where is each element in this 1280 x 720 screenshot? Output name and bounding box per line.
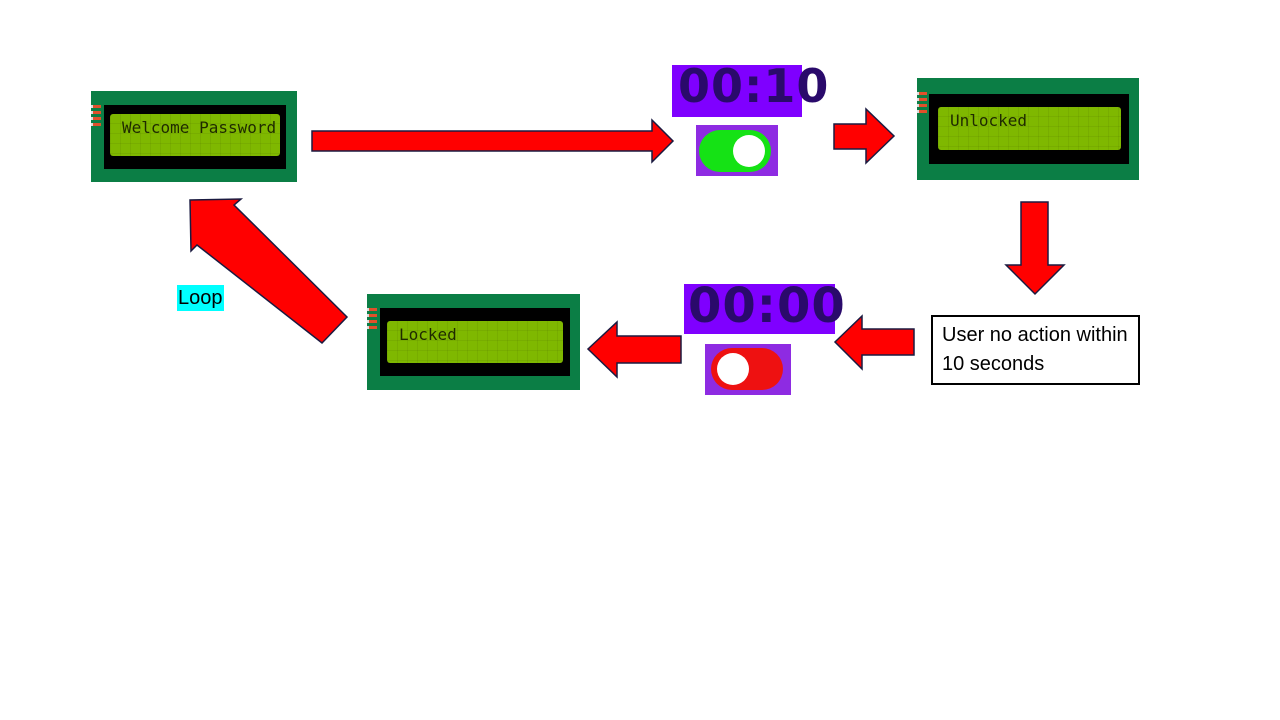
toggle-on-switch[interactable] xyxy=(699,130,771,172)
toggle-on-knob xyxy=(733,135,765,167)
arrow-right-long xyxy=(311,118,675,164)
arrow-left-locked xyxy=(586,320,682,379)
toggle-on-panel xyxy=(696,125,778,176)
arrow-left-note xyxy=(833,314,915,371)
lcd-pins xyxy=(91,105,103,129)
arrow-down xyxy=(1004,201,1066,296)
lcd-locked-text: Locked xyxy=(399,325,457,344)
lcd-welcome: Welcome Password xyxy=(91,91,297,182)
loop-label: Loop xyxy=(177,285,224,311)
lcd-unlocked-text: Unlocked xyxy=(950,111,1028,130)
inactivity-note-text: User no action within 10 seconds xyxy=(942,324,1128,375)
lcd-unlocked: Unlocked xyxy=(917,78,1139,180)
lcd-welcome-text: Welcome Password xyxy=(122,118,277,137)
timer-start-text: 00:10 xyxy=(678,59,830,113)
inactivity-note: User no action within 10 seconds xyxy=(931,315,1140,385)
timer-end: 00:00 xyxy=(684,278,845,334)
toggle-off-knob xyxy=(717,353,749,385)
arrow-right-short xyxy=(833,107,896,165)
arrow-loop-diagonal xyxy=(189,198,349,345)
lcd-pins xyxy=(367,308,379,332)
lcd-pins xyxy=(917,92,929,116)
toggle-off-panel xyxy=(705,344,791,395)
toggle-off-switch[interactable] xyxy=(711,348,783,390)
timer-end-text: 00:00 xyxy=(688,278,846,334)
timer-start: 00:10 xyxy=(672,59,828,117)
lcd-locked: Locked xyxy=(367,294,580,390)
